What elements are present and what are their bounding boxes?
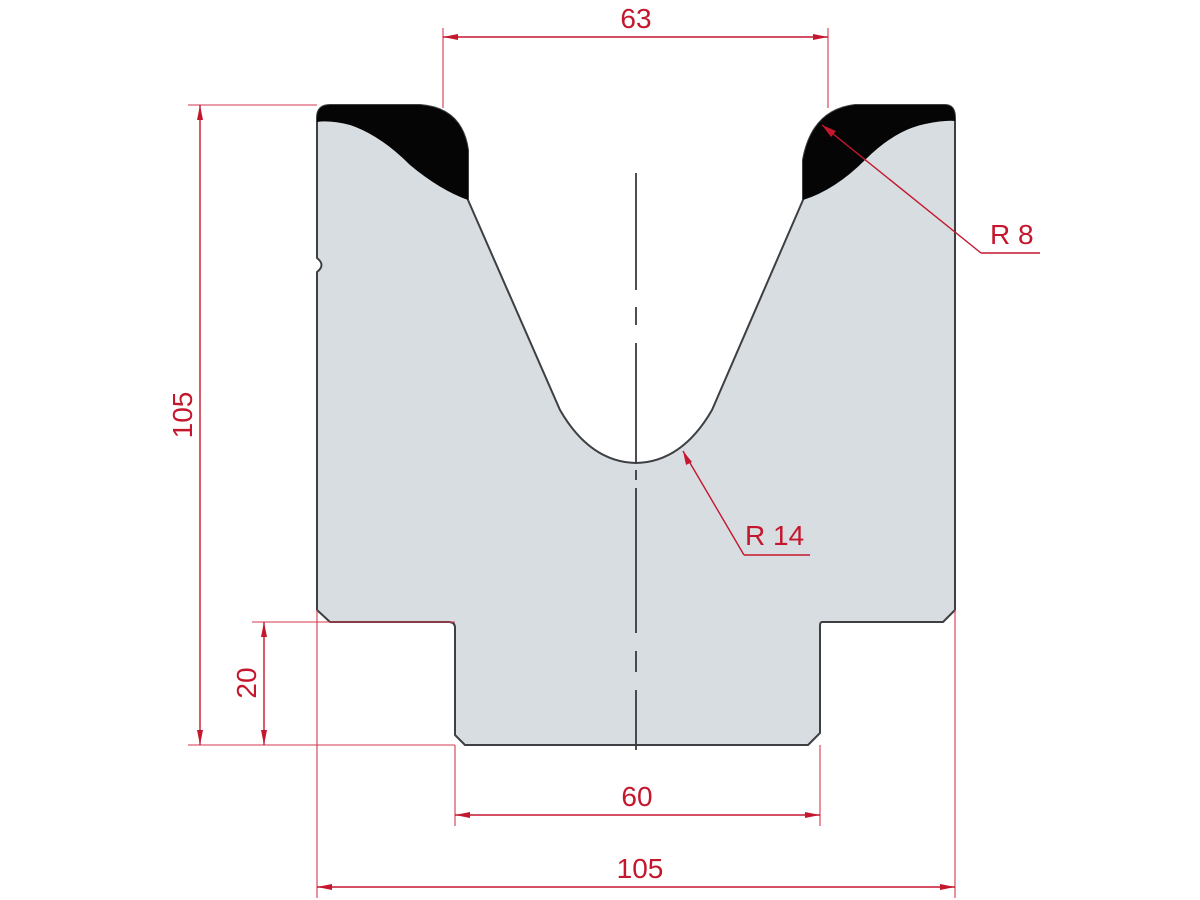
dim-label-tongue-height: 20: [231, 667, 262, 698]
dim-bottom-radius: R 14: [682, 450, 810, 556]
dim-label-bottom-radius: R 14: [745, 520, 804, 551]
dim-label-total-height: 105: [167, 392, 198, 439]
dim-tongue-height: 20: [231, 621, 455, 745]
dim-label-tongue-width: 60: [621, 781, 652, 812]
dim-v-opening: 63: [442, 3, 829, 108]
dim-total-height: 105: [167, 104, 455, 746]
dim-label-total-width: 105: [617, 853, 664, 884]
dim-label-v-opening: 63: [620, 3, 651, 34]
dim-total-width: 105: [316, 610, 956, 898]
hardened-insert-left: [317, 105, 468, 200]
dim-tongue-width: 60: [454, 745, 821, 826]
dim-label-top-radius: R 8: [990, 219, 1034, 250]
dim-top-radius: R 8: [821, 124, 1040, 254]
hardened-insert-right: [803, 105, 955, 200]
